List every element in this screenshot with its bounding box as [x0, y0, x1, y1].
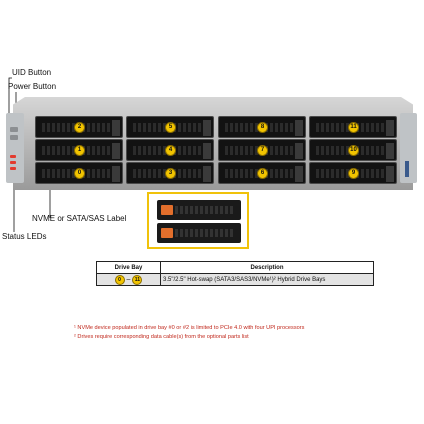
drive-bay[interactable]: 9	[309, 162, 397, 184]
drive-bay-table: Drive Bay Description 0–11 3.5"/2.5" Hot…	[96, 261, 374, 286]
drive-bay-latch[interactable]	[112, 120, 120, 136]
pull-tag	[405, 161, 409, 177]
footnote-2: ² Drives require corresponding data cabl…	[74, 334, 249, 340]
drive-bay[interactable]: 2	[35, 116, 123, 138]
header-drive-bay: Drive Bay	[96, 261, 161, 274]
drive-bay-range: 0–11	[96, 273, 161, 286]
tray-vent	[175, 229, 235, 237]
drive-bay-number: 4	[165, 145, 176, 156]
drive-bay-number: 2	[74, 122, 85, 133]
drive-label-callout: NVME or SATA/SAS Label	[32, 214, 127, 223]
nvme-sata-sas-label	[161, 205, 173, 215]
right-rack-ear	[400, 113, 417, 183]
drive-bay-number: 11	[348, 122, 359, 133]
drive-bay[interactable]: 11	[309, 116, 397, 138]
drive-bay-latch[interactable]	[203, 143, 211, 159]
drive-bay[interactable]: 5	[126, 116, 214, 138]
drive-bay-latch[interactable]	[386, 166, 394, 182]
drive-bay-number: 0	[74, 168, 85, 179]
drive-bay[interactable]: 10	[309, 139, 397, 161]
drive-bay[interactable]: 8	[218, 116, 306, 138]
drive-bay-description: 3.5"/2.5" Hot-swap (SATA3/SAS3/NVMe¹)² H…	[160, 273, 374, 286]
drive-bay-latch[interactable]	[112, 166, 120, 182]
drive-bay-number: 9	[348, 168, 359, 179]
drive-bay[interactable]: 0	[35, 162, 123, 184]
drive-bay[interactable]: 4	[126, 139, 214, 161]
drive-bay[interactable]: 3	[126, 162, 214, 184]
header-description: Description	[160, 261, 374, 274]
drive-bay-latch[interactable]	[386, 120, 394, 136]
status-led	[10, 155, 16, 158]
drive-bay-latch[interactable]	[203, 166, 211, 182]
uid-button[interactable]	[10, 127, 18, 132]
nvme-sata-sas-label	[161, 228, 173, 238]
status-leds-callout: Status LEDs	[2, 232, 47, 241]
table-row: 0–11 3.5"/2.5" Hot-swap (SATA3/SAS3/NVMe…	[96, 273, 374, 286]
drive-bay[interactable]: 6	[218, 162, 306, 184]
drive-bay[interactable]: 1	[35, 139, 123, 161]
drive-bay-latch[interactable]	[295, 120, 303, 136]
drive-bay-number: 10	[348, 145, 359, 156]
left-rack-ear	[6, 113, 24, 183]
drive-bay-number: 6	[257, 168, 268, 179]
drive-tray-detail	[147, 192, 249, 249]
range-start-badge: 0	[114, 274, 125, 285]
power-button[interactable]	[10, 135, 18, 140]
drive-bay-number: 5	[165, 122, 176, 133]
tray-vent	[175, 206, 235, 214]
drive-tray-top	[157, 200, 241, 220]
drive-bay-number: 1	[74, 145, 85, 156]
status-led	[10, 161, 16, 164]
drive-bay-number: 3	[165, 168, 176, 179]
drive-bay-latch[interactable]	[203, 120, 211, 136]
drive-bay-latch[interactable]	[386, 143, 394, 159]
table-header-row: Drive Bay Description	[96, 261, 374, 274]
drive-bay-number: 7	[257, 145, 268, 156]
status-led	[10, 167, 16, 170]
drive-bay-latch[interactable]	[295, 143, 303, 159]
drive-tray-bottom	[157, 223, 241, 243]
drive-bay[interactable]: 7	[218, 139, 306, 161]
drive-bay-latch[interactable]	[112, 143, 120, 159]
drive-bay-number: 8	[257, 122, 268, 133]
range-end-badge: 11	[132, 274, 143, 285]
range-separator: –	[126, 276, 131, 283]
footnote-1: ¹ NVMe device populated in drive bay #0 …	[74, 325, 305, 331]
uid-button-callout: UID Button	[12, 68, 52, 77]
drive-bay-latch[interactable]	[295, 166, 303, 182]
power-button-callout: Power Button	[8, 82, 57, 91]
